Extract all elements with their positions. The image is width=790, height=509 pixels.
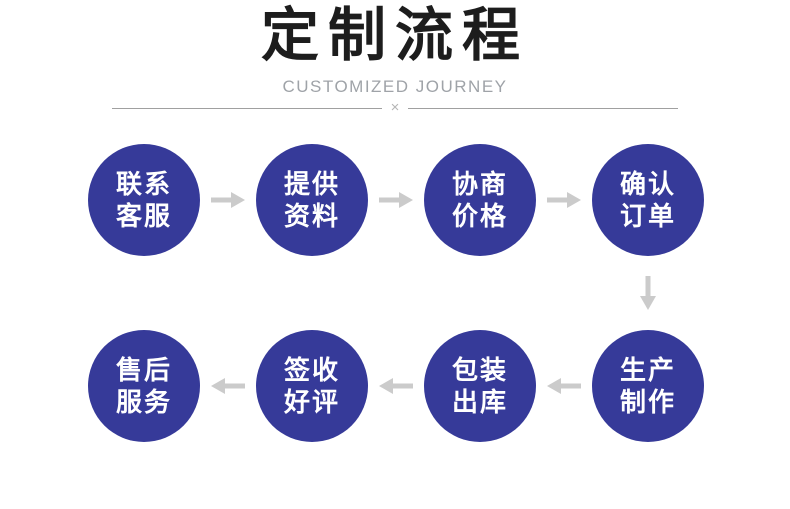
step-label-line: 生产: [619, 355, 676, 385]
divider: ×: [112, 99, 679, 116]
step-label-line: 售后: [115, 355, 172, 385]
arrow-left-icon: [210, 377, 246, 395]
step-label-line: 客服: [115, 201, 172, 231]
step-circle-confirm-order: 确认 订单: [592, 144, 704, 256]
divider-x-icon: ×: [390, 99, 400, 116]
step-circle-sign-and-review: 签收 好评: [256, 330, 368, 442]
step-label-line: 协商: [451, 169, 508, 199]
step-circle-negotiate-price: 协商 价格: [424, 144, 536, 256]
arrow-right-icon: [378, 191, 414, 209]
step-label-line: 订单: [619, 201, 676, 231]
step-label-line: 联系: [115, 169, 172, 199]
page-subtitle: CUSTOMIZED JOURNEY: [282, 77, 508, 96]
step-circle-contact-service: 联系 客服: [88, 144, 200, 256]
divider-line-right: [408, 107, 679, 109]
arrow-left-icon: [378, 377, 414, 395]
page-title: 定制流程: [260, 3, 529, 68]
step-label-line: 制作: [619, 387, 676, 417]
step-circle-aftersales-service: 售后 服务: [88, 330, 200, 442]
step-circle-provide-materials: 提供 资料: [256, 144, 368, 256]
arrow-right-icon: [546, 191, 582, 209]
step-label-line: 服务: [115, 387, 172, 417]
step-label-line: 包装: [451, 355, 508, 385]
step-circle-pack-and-ship: 包装 出库: [424, 330, 536, 442]
step-label-line: 出库: [451, 387, 508, 417]
step-label-line: 资料: [283, 201, 340, 231]
step-label-line: 签收: [283, 355, 340, 385]
arrow-left-icon: [546, 377, 582, 395]
arrow-right-icon: [210, 191, 246, 209]
step-label-line: 提供: [283, 169, 340, 199]
arrow-down-icon: [639, 275, 657, 311]
step-label-line: 价格: [451, 201, 508, 231]
step-circle-production: 生产 制作: [592, 330, 704, 442]
divider-line-left: [112, 107, 382, 109]
step-label-line: 确认: [619, 169, 676, 199]
step-label-line: 好评: [283, 387, 340, 417]
